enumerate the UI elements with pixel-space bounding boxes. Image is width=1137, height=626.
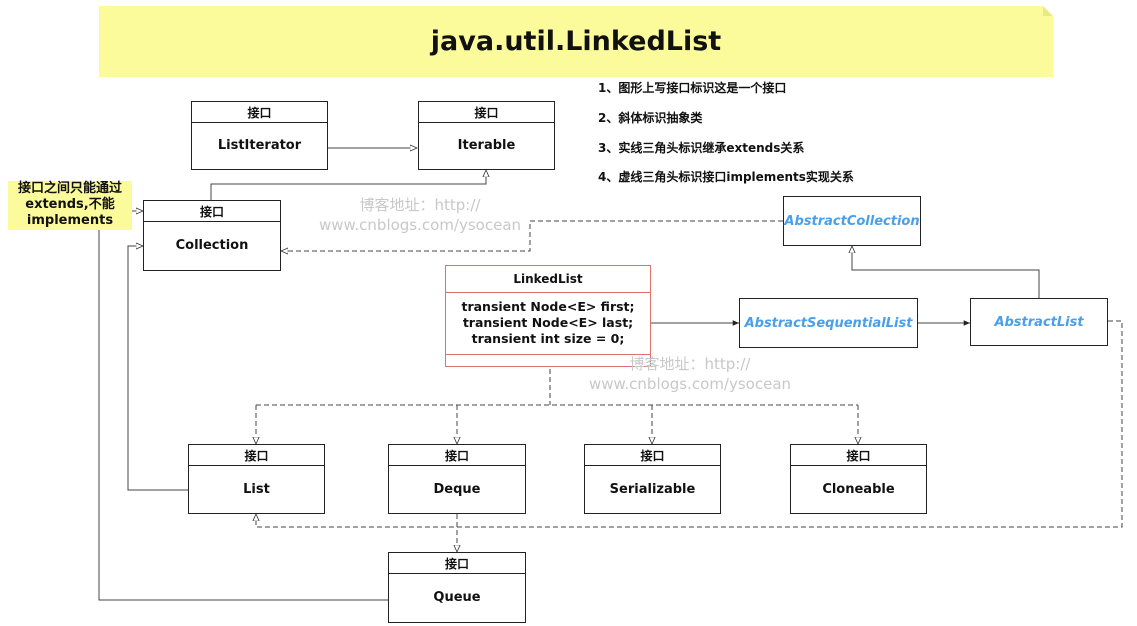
interface-name: Deque — [433, 481, 481, 497]
interface-name: Queue — [433, 590, 481, 605]
interface-stereotype: 接口 — [189, 445, 324, 466]
legend-item-4: 4、虚线三角头标识接口implements实现关系 — [598, 170, 854, 184]
interface-stereotype: 接口 — [192, 102, 327, 123]
interface-stereotype: 接口 — [791, 445, 926, 466]
class-name: LinkedList — [446, 266, 650, 293]
watermark-line1: 博客地址：http:// — [359, 196, 481, 214]
abstract-class-abstractcollection[interactable]: AbstractCollection — [783, 196, 921, 246]
list-extends-collection — [127, 246, 188, 491]
interface-name: Iterable — [457, 138, 516, 153]
interface-stereotype: 接口 — [389, 553, 525, 574]
watermark-line2: www.cnblogs.com/ysocean — [588, 375, 792, 393]
side-note-line3: implements — [26, 213, 114, 228]
side-note-line1: 接口之间只能通过 — [17, 181, 122, 196]
interface-name: List — [243, 481, 270, 497]
diagram-title: java.util.LinkedList — [430, 26, 722, 57]
interface-deque[interactable]: 接口 Deque — [388, 444, 526, 514]
collection-extends-iterable — [210, 170, 486, 200]
field-last: transient Node<E> last; — [462, 315, 634, 330]
interface-listiterator[interactable]: 接口 ListIterator — [191, 101, 328, 170]
class-linkedlist[interactable]: LinkedList transient Node<E> first; tran… — [445, 265, 651, 367]
abstract-class-abstractlist[interactable]: AbstractList — [970, 298, 1108, 346]
abstractlist-implements-list — [256, 320, 1123, 528]
interface-iterable[interactable]: 接口 Iterable — [418, 101, 555, 170]
field-size: transient int size = 0; — [471, 331, 625, 346]
legend-item-3: 3、实线三角头标识继承extends关系 — [598, 141, 805, 155]
side-note: 接口之间只能通过 extends,不能 implements — [8, 181, 132, 230]
interface-serializable[interactable]: 接口 Serializable — [584, 444, 721, 514]
interface-stereotype: 接口 — [585, 445, 720, 466]
title-note: java.util.LinkedList — [99, 6, 1053, 77]
legend-item-1: 1、图形上写接口标识这是一个接口 — [598, 81, 787, 95]
abstractlist-extends-abstractcollection — [852, 246, 1040, 298]
note-fold-corner — [1043, 6, 1053, 16]
interface-queue[interactable]: 接口 Queue — [388, 552, 526, 623]
interface-list[interactable]: 接口 List — [188, 444, 325, 514]
interface-name: Collection — [175, 238, 249, 253]
class-fields: transient Node<E> first; transient Node<… — [446, 292, 650, 355]
interface-stereotype: 接口 — [419, 102, 554, 123]
interface-stereotype: 接口 — [144, 201, 280, 222]
interface-name: ListIterator — [217, 138, 302, 153]
interface-collection[interactable]: 接口 Collection — [143, 200, 281, 271]
interface-name: Serializable — [609, 481, 696, 497]
watermark-line2: www.cnblogs.com/ysocean — [318, 216, 522, 234]
watermark-line1: 博客地址：http:// — [629, 355, 751, 373]
abstractcollection-implements-collection — [281, 220, 783, 251]
watermark-top: 博客地址：http:// www.cnblogs.com/ysocean — [315, 195, 525, 235]
side-note-line2: extends,不能 — [25, 197, 115, 212]
interface-stereotype: 接口 — [389, 445, 525, 466]
interface-name: Cloneable — [822, 481, 895, 497]
abstract-class-abstractsequentiallist[interactable]: AbstractSequentialList — [739, 298, 918, 348]
legend-item-2: 2、斜体标识抽象类 — [598, 111, 703, 125]
field-first: transient Node<E> first; — [461, 299, 635, 314]
watermark-bottom: 博客地址：http:// www.cnblogs.com/ysocean — [585, 354, 795, 394]
interface-cloneable[interactable]: 接口 Cloneable — [790, 444, 927, 514]
